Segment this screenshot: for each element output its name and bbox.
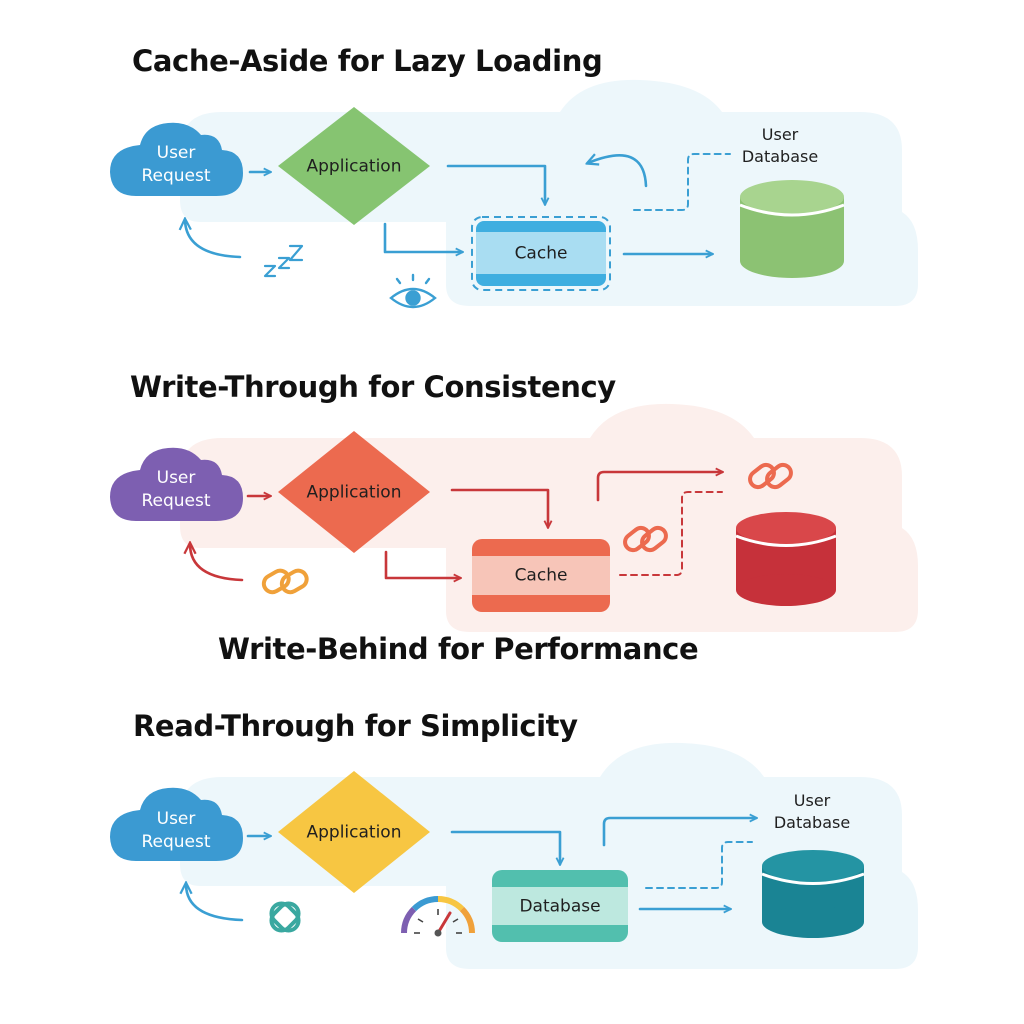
database-cylinder <box>761 850 865 938</box>
chain-link-icon <box>261 568 309 595</box>
database-box-face <box>492 887 628 925</box>
arrow-app-to-database-box <box>450 830 560 864</box>
cache-box-face <box>472 556 610 595</box>
application-diamond <box>278 431 430 553</box>
cache-label: Cache <box>514 243 568 264</box>
chain-link-icon <box>748 462 793 490</box>
cache-box-face <box>476 232 606 274</box>
arrow-curve-back <box>588 155 648 188</box>
dashed-link-to-database <box>645 841 753 889</box>
arrow-app-to-cache <box>450 488 548 527</box>
database-cylinder <box>739 180 845 278</box>
user-request-cloud <box>110 447 243 521</box>
arrow-up-to-database <box>602 818 756 847</box>
write-behind-title: Write-Behind for Performance <box>218 632 699 666</box>
chain-link-icon <box>623 525 668 553</box>
application-label: Application <box>306 156 402 177</box>
sleep-zzz-icon <box>263 244 304 278</box>
arrow-app-down-to-cache <box>384 550 460 578</box>
application-label: Application <box>306 822 402 843</box>
database-cylinder <box>735 512 837 606</box>
cache-dashed-border <box>471 216 611 291</box>
arrow-return-to-user <box>186 884 244 922</box>
section-write-through <box>110 403 918 632</box>
arrow-app-to-cache <box>446 164 545 204</box>
section-read-through <box>110 742 918 969</box>
application-label: Application <box>306 482 402 503</box>
cache-label: Cache <box>514 565 568 586</box>
arrow-return-to-user <box>185 220 242 259</box>
user-request-cloud <box>110 787 243 861</box>
application-diamond <box>278 771 430 893</box>
arrow-return-to-user <box>190 544 244 582</box>
database-box-label: Database <box>519 896 601 917</box>
dashed-link-to-database <box>619 491 723 576</box>
user-request-cloud <box>110 122 243 196</box>
arrow-app-down-to-cache <box>383 222 462 252</box>
application-diamond <box>278 107 430 225</box>
speedometer-icon <box>401 896 475 937</box>
dashed-link-to-database <box>633 153 731 211</box>
arrow-cache-up-to-database <box>596 472 722 502</box>
cache-aside-title: Cache-Aside for Lazy Loading <box>132 44 603 78</box>
puzzle-icon <box>269 901 301 933</box>
eye-icon <box>389 273 437 309</box>
read-through-title: Read-Through for Simplicity <box>133 709 578 743</box>
write-through-title: Write-Through for Consistency <box>130 370 616 404</box>
section-cache-aside <box>110 79 918 309</box>
